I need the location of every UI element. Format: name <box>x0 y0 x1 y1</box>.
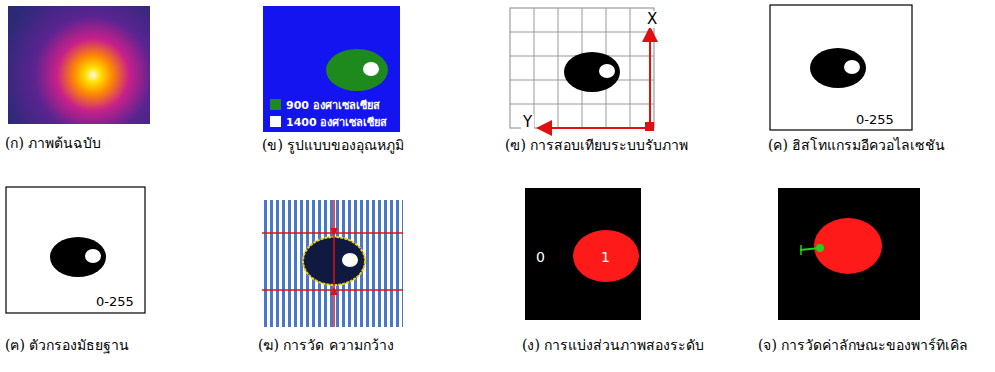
image-panel: (ก) ภาพต้นฉบับ <box>5 5 205 152</box>
panel-caption: (ง) การแบ่งส่วนภาพสองระดับ <box>522 336 704 354</box>
axis-label: X <box>645 11 659 28</box>
thermal-image <box>8 6 150 124</box>
particle-image <box>778 188 920 320</box>
binary-value: 1 <box>601 250 610 264</box>
legend-swatch <box>270 99 281 110</box>
calibration-grid <box>510 8 654 131</box>
legend-swatch <box>270 116 281 127</box>
legend-row: 1400 องศาเซลเซียส <box>270 113 387 130</box>
panel-caption: (ฃ) การสอบเทียบระบบรับภาพ <box>505 136 688 154</box>
filtered-image <box>6 187 145 313</box>
image-panel: (ฅ) ตัวกรองมัธยฐาน <box>5 185 205 354</box>
legend-row: 900 องศาเซลเซียส <box>270 96 387 113</box>
panel-caption: (ฆ) การวัด ความกว้าง <box>258 336 394 354</box>
intensity-range: 0-255 <box>856 113 894 126</box>
image-panel: (ฃ) การสอบเทียบระบบรับภาพ <box>505 5 735 154</box>
binary-value: 0 <box>536 250 545 264</box>
binary-image <box>525 188 641 320</box>
image-panel: (ค) ฮิสโทแกรมอีควอไลเซชัน <box>768 5 988 154</box>
legend-text: 900 องศาเซลเซียส <box>286 96 380 114</box>
image-panel: (ง) การแบ่งส่วนภาพสองระดับ <box>522 185 742 354</box>
panel-caption: (ค) ฮิสโทแกรมอีควอไลเซชัน <box>768 136 945 154</box>
panel-caption: (จ) การวัดค่าลักษณะของพาร์ทิเคิล <box>758 336 968 354</box>
image-panel: (ฆ) การวัด ความกว้าง <box>258 185 458 354</box>
image-panel: (ข) รูปแบบของอุณหภูมิ <box>262 5 462 154</box>
panel-caption: (ฅ) ตัวกรองมัธยฐาน <box>5 336 129 354</box>
temperature-legend: 900 องศาเซลเซียส1400 องศาเซลเซียส <box>270 96 387 130</box>
equalised-image <box>770 5 912 130</box>
panel-caption: (ก) ภาพต้นฉบับ <box>5 134 101 152</box>
intensity-range: 0-255 <box>96 295 134 308</box>
legend-text: 1400 องศาเซลเซียส <box>286 113 387 131</box>
panel-caption: (ข) รูปแบบของอุณหภูมิ <box>262 136 404 154</box>
width-measurement <box>262 200 403 327</box>
axis-label: Y <box>521 114 534 131</box>
image-panel: (จ) การวัดค่าลักษณะของพาร์ทิเคิล <box>758 185 990 354</box>
temperature-pattern <box>263 6 400 132</box>
